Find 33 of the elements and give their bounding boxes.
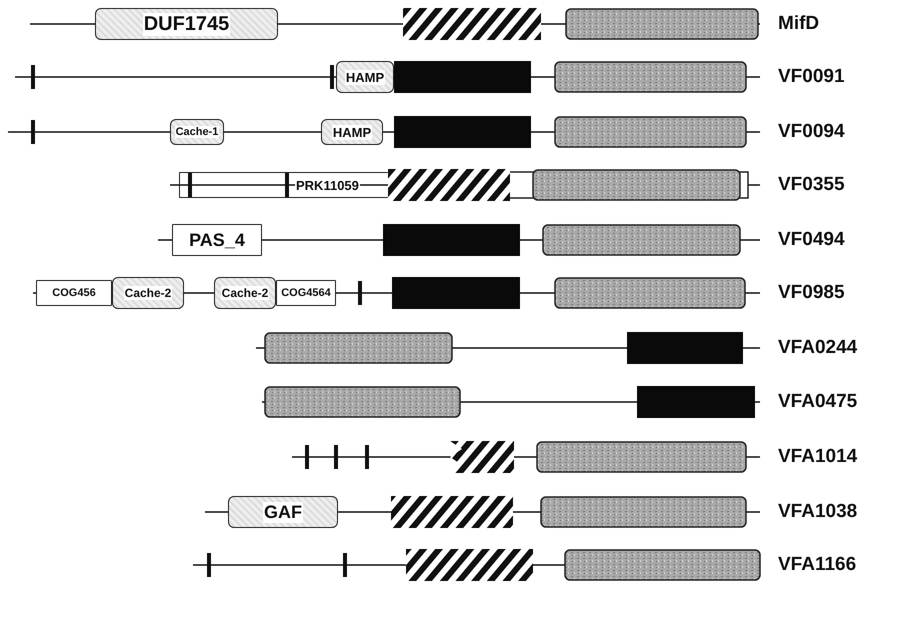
domain-label: PRK11059 — [295, 178, 360, 192]
domain-label: COG4564 — [280, 287, 332, 299]
protein-name: MifD — [778, 13, 820, 35]
domain-box — [112, 277, 184, 309]
protein-name: VF0494 — [778, 229, 845, 251]
domain-label: HAMP — [332, 124, 372, 140]
protein-name: VFA1166 — [778, 554, 856, 576]
domain-box — [336, 61, 394, 93]
protein-name: VFA1014 — [778, 446, 858, 468]
protein-name: VFA1038 — [778, 501, 858, 523]
domain-box — [321, 119, 383, 145]
domain-box — [179, 172, 388, 198]
protein-name: VFA0475 — [778, 391, 858, 413]
domain-box — [95, 8, 278, 40]
domain-label: HAMP — [344, 70, 386, 84]
domain-label: Cache-2 — [124, 286, 172, 300]
protein-name: VF0985 — [778, 282, 845, 304]
domain-label: Cache-2 — [220, 286, 270, 300]
domain-box — [170, 119, 224, 145]
domain-box — [228, 496, 338, 528]
domain-box — [276, 280, 336, 306]
domain-box — [36, 280, 112, 306]
domain-box — [214, 277, 276, 309]
domain-label: PAS_4 — [188, 230, 246, 250]
domain-box — [172, 224, 262, 256]
protein-name: VF0355 — [778, 174, 845, 196]
domain-label: GAF — [263, 502, 303, 522]
domain-label: DUF1745 — [142, 12, 230, 36]
protein-name: VF0091 — [778, 66, 845, 88]
protein-name: VFA0244 — [778, 337, 858, 359]
domain-label: Cache-1 — [174, 126, 220, 138]
domain-label: COG456 — [51, 287, 97, 299]
protein-name: VF0094 — [778, 121, 845, 143]
